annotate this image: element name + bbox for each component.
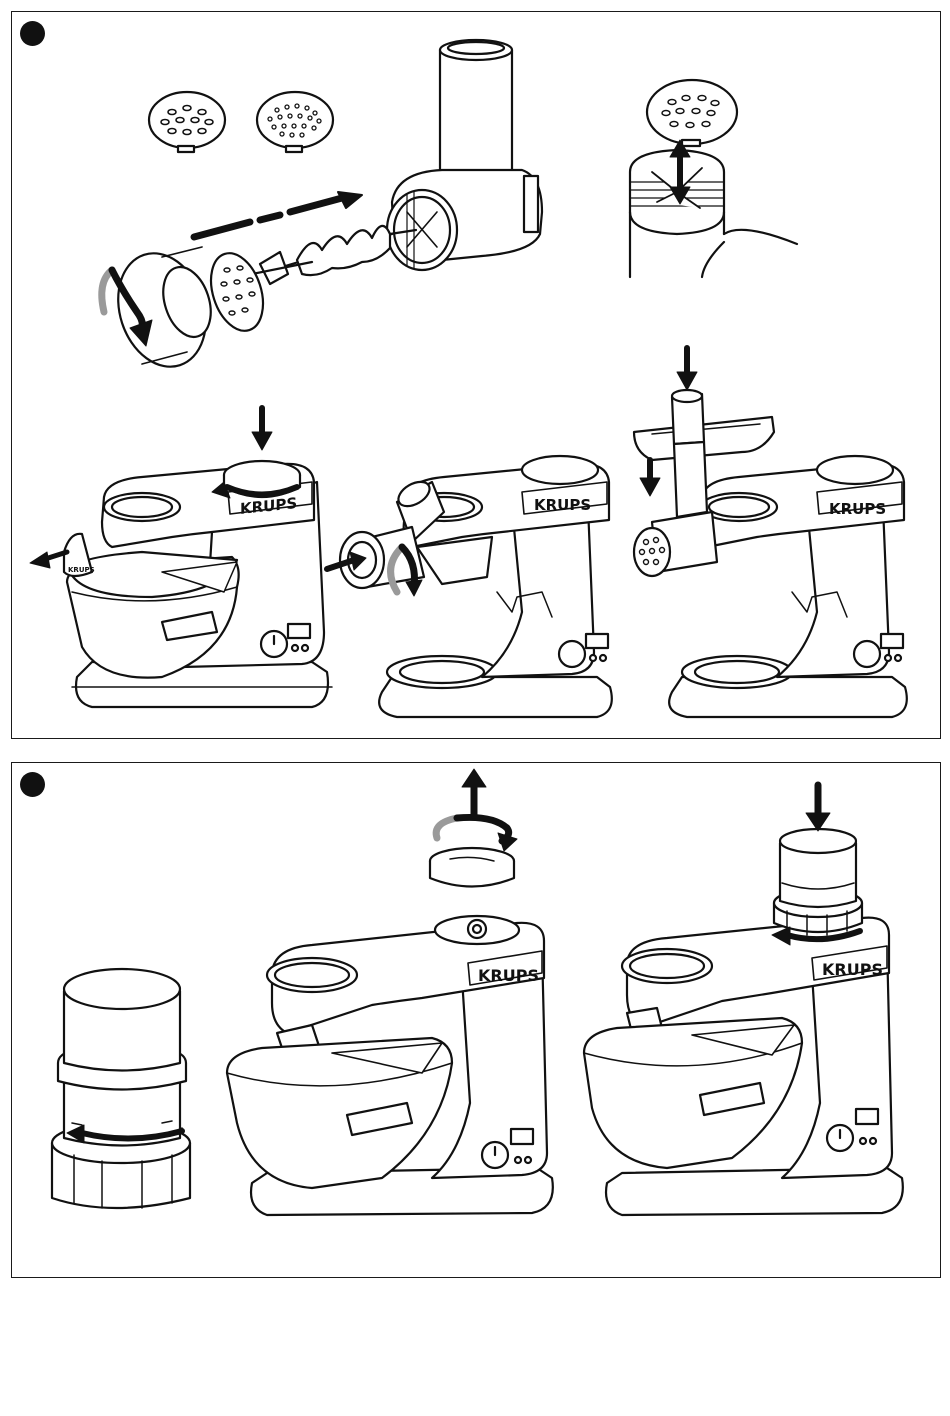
mixer-mincer-mounted: KRUPS — [634, 348, 907, 717]
mincer-plate-coarse — [149, 92, 225, 152]
mixer-chopper-mounted: KRUPS — [584, 785, 903, 1215]
top-cover-removed — [430, 769, 517, 887]
step-panel-2: KRUPS — [11, 762, 941, 1278]
mixer-remove-cover: KRUPS — [227, 916, 553, 1215]
mincer-plate-mounted — [202, 247, 272, 338]
brand-label-mixer-5: KRUPS — [822, 960, 883, 979]
plate-closeup — [630, 80, 797, 277]
brand-label-mixer-4: KRUPS — [478, 966, 539, 985]
step-panel-1: KRUPS KRUPS — [11, 11, 941, 739]
mincer-body — [387, 40, 542, 270]
brand-label-mixer-2: KRUPS — [534, 496, 591, 514]
mincer-assembly-illustration: KRUPS KRUPS — [12, 12, 939, 737]
chopper-assembly-illustration: KRUPS — [12, 763, 939, 1276]
mincer-ring — [104, 242, 220, 378]
brand-label-small: KRUPS — [68, 566, 95, 574]
assembly-direction-arrow — [194, 192, 362, 237]
mixer-insert-mincer: KRUPS — [327, 456, 612, 717]
mincer-plate-fine — [257, 92, 333, 152]
brand-label-mixer-3: KRUPS — [829, 500, 886, 518]
chopper-attachment — [52, 969, 190, 1208]
mixer-with-bowl-1: KRUPS KRUPS — [30, 408, 332, 707]
